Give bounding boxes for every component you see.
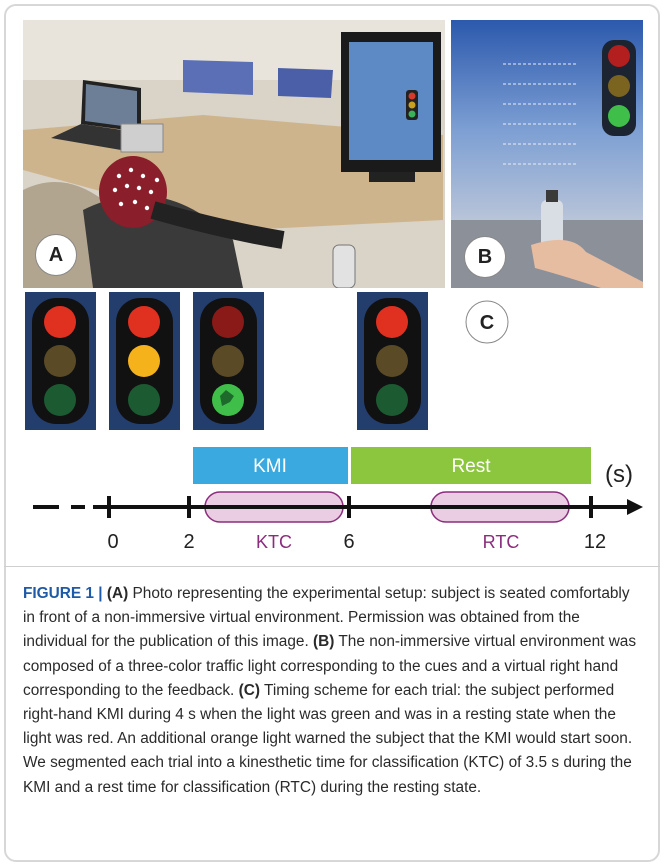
panel-a-label: A (35, 234, 77, 276)
tick-label-0: 0 (107, 531, 118, 553)
caption-label-a: (A) (106, 585, 129, 602)
axis-unit-label: (s) (605, 461, 633, 488)
figure-caption: FIGURE 1 | (A) Photo representing the ex… (23, 582, 643, 800)
kmi-bar-label: KMI (253, 456, 287, 477)
figure-panel: A (23, 20, 643, 560)
tick-label-2: 2 (183, 531, 194, 553)
panel-c-timing-scheme: C KMI Rest 0 2 6 12 KTC RTC (23, 290, 643, 580)
ktc-label: KTC (256, 532, 292, 552)
tick-label-6: 6 (343, 531, 354, 553)
panel-b-label: B (464, 236, 506, 278)
caption-text-b: The non-immersive virtual environment wa… (23, 633, 637, 699)
axis-arrow (627, 499, 643, 515)
caption-label-b: (B) (313, 633, 335, 651)
traffic-light-2 (109, 292, 180, 430)
panel-a-photo: A (23, 20, 445, 288)
traffic-light-1 (25, 292, 96, 430)
figure-frame (4, 4, 660, 862)
kmi-bar (193, 447, 348, 484)
rtc-label: RTC (483, 532, 520, 552)
traffic-light-3 (193, 292, 264, 430)
caption-label-c: (C) (238, 681, 260, 699)
rest-bar-label: Rest (451, 456, 491, 477)
panel-b-vr-scene: B (451, 20, 643, 288)
caption-text-c: Timing scheme for each trial: the subjec… (23, 681, 633, 796)
traffic-light-4 (357, 292, 428, 430)
caption-text-a: Photo representing the experimental setu… (23, 585, 630, 651)
caption-divider (4, 566, 660, 567)
panel-c-label: C (480, 312, 494, 334)
caption-title: FIGURE 1 | (23, 585, 103, 602)
tick-label-12: 12 (584, 531, 606, 553)
rest-bar (351, 447, 591, 484)
